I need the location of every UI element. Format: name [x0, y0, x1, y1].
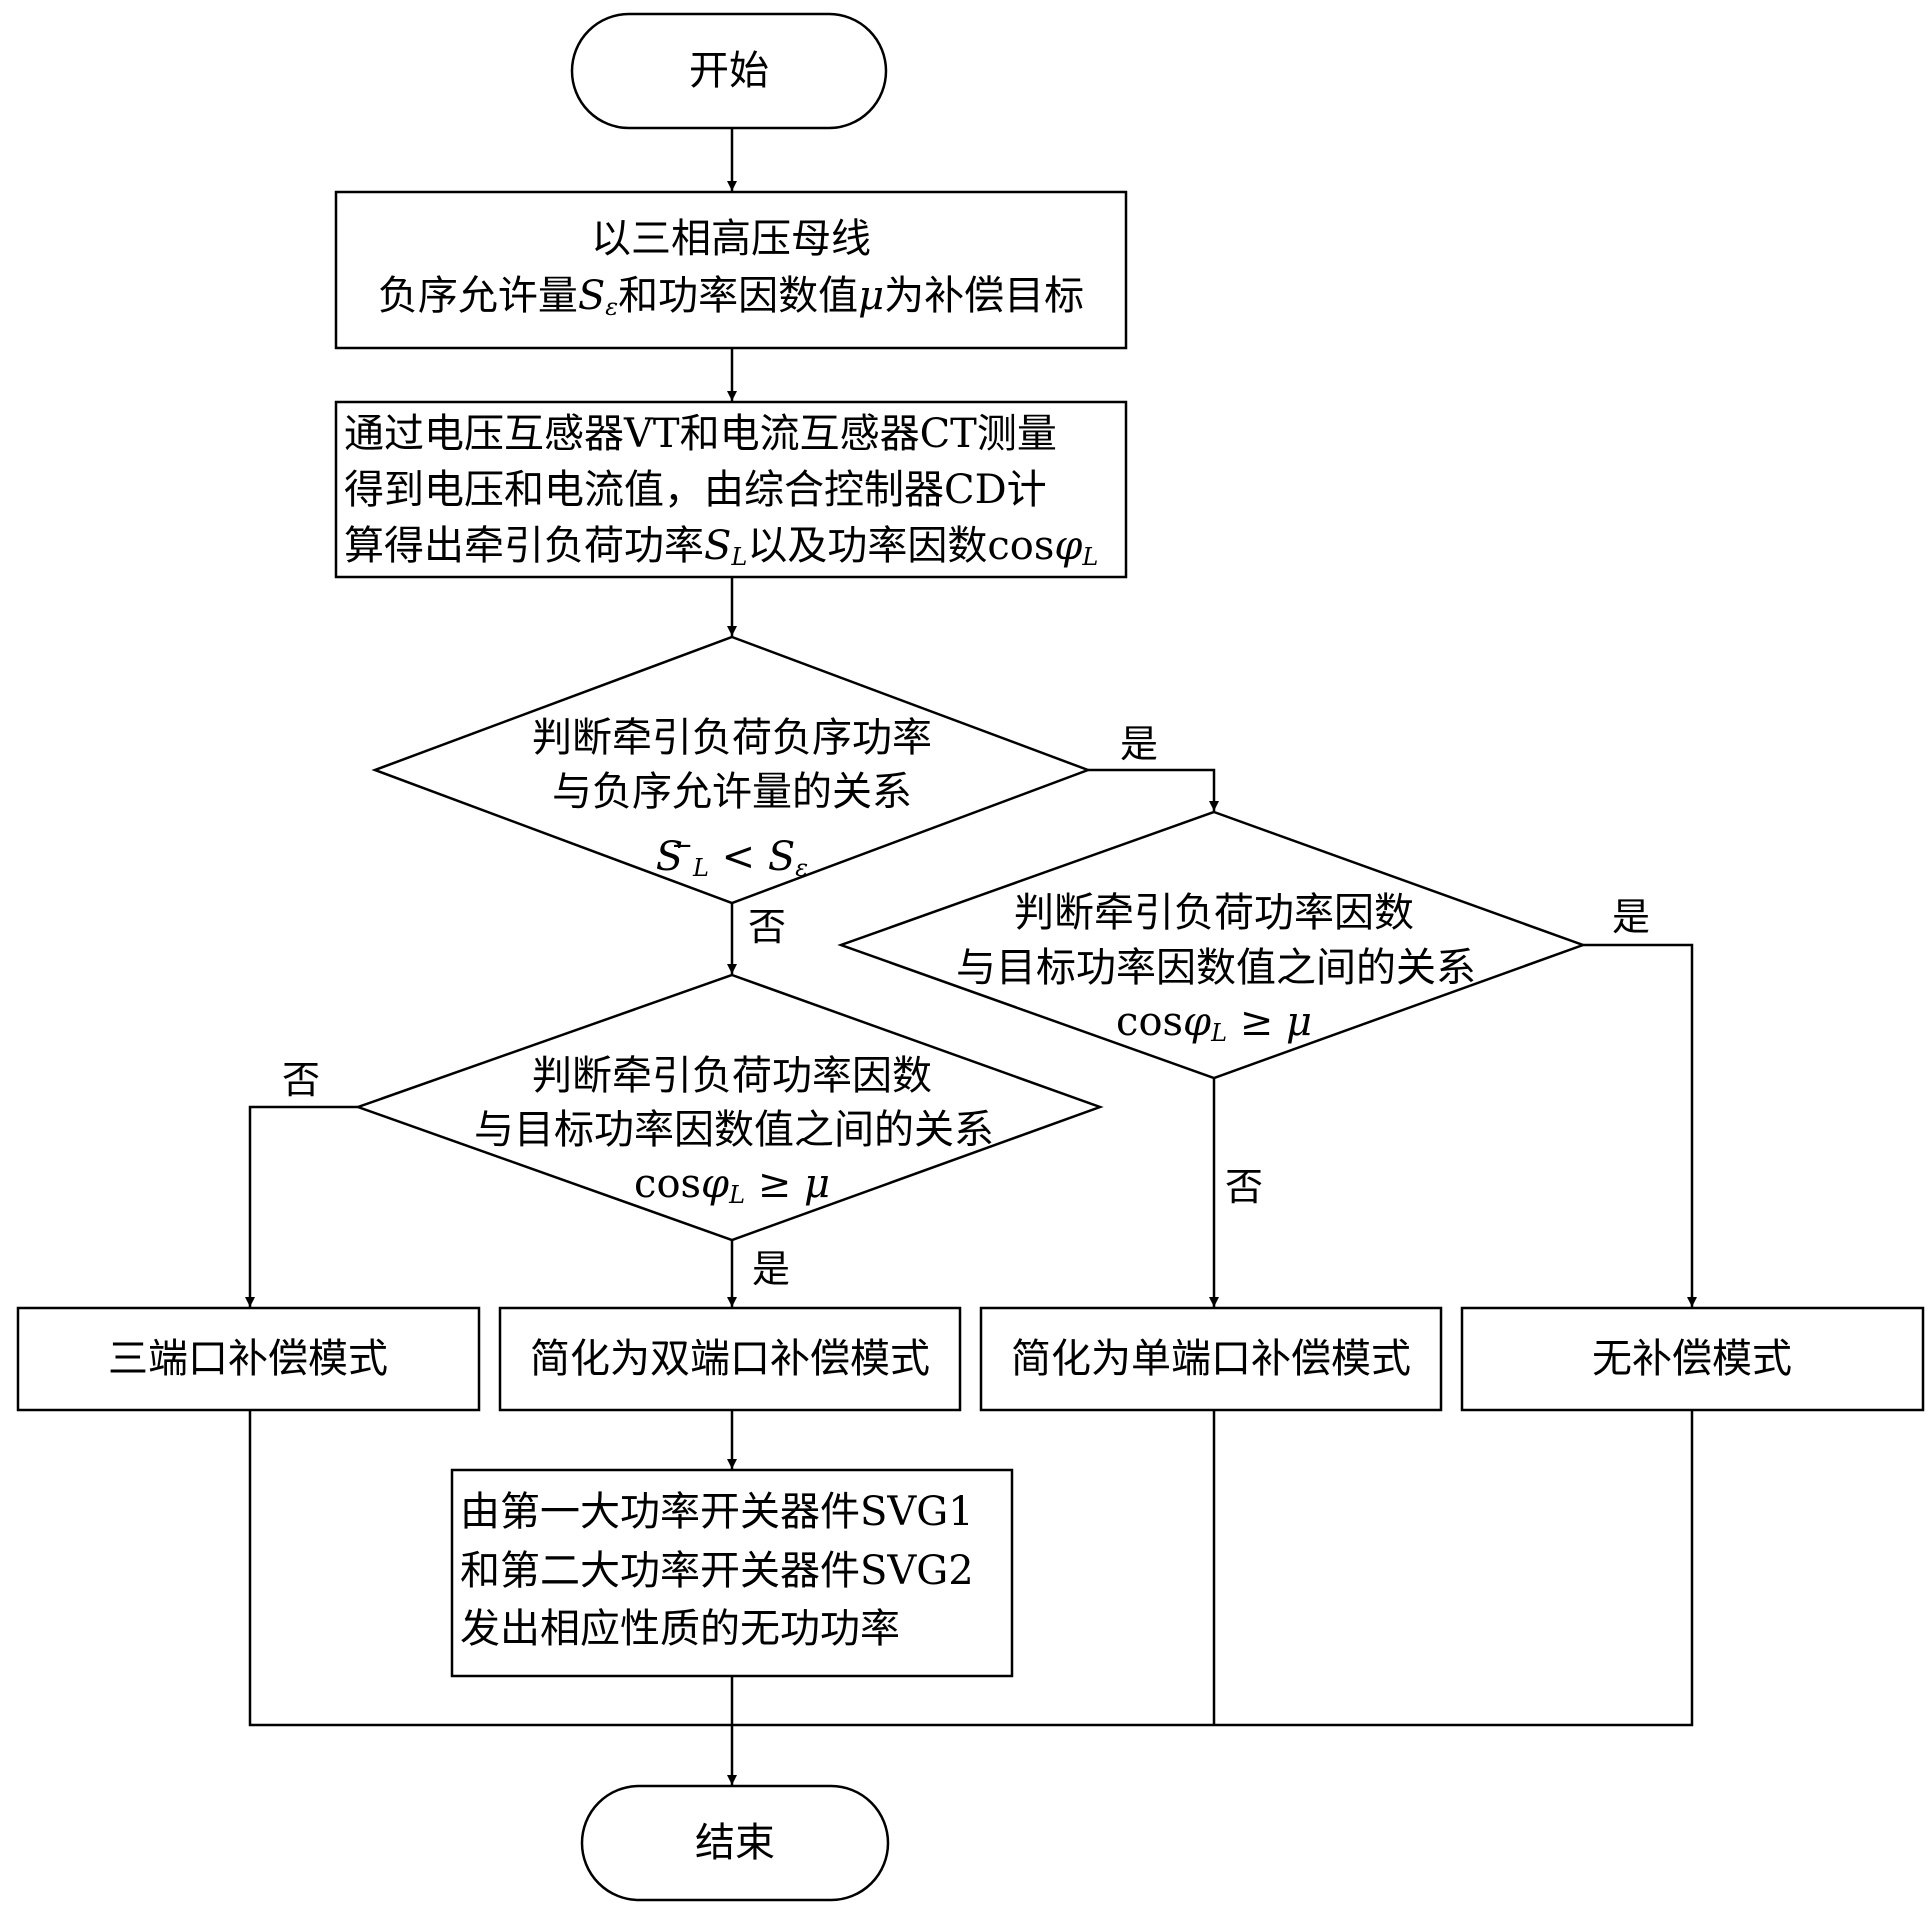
- decision3-formula-op: ≥: [1227, 999, 1286, 1045]
- measure-sl-sub: L: [731, 543, 748, 571]
- mode-one-label: 简化为单端口补偿模式: [1011, 1336, 1411, 1382]
- decision1-formula-sup: −: [671, 831, 694, 861]
- target-line2b: 和功率因数值: [618, 273, 859, 319]
- decision3-formula-mu: μ: [1285, 999, 1312, 1045]
- svg-action-line2: 和第二大功率开关器件SVG2: [460, 1548, 974, 1594]
- decision2-formula: cosφL ≥ μ: [634, 1158, 830, 1221]
- decision2-line1: 判断牵引负荷功率因数: [532, 1053, 932, 1099]
- decision1-formula: S−L < Sε: [656, 820, 808, 894]
- decision2-formula-mu: μ: [803, 1161, 830, 1207]
- mode-three-box: [16, 1306, 481, 1412]
- target-line2c: 为补偿目标: [884, 273, 1085, 319]
- decision1-formula-s2: S: [767, 834, 796, 880]
- decision1-formula-s: S: [655, 834, 684, 880]
- measure-line3b: 以及功率因数cos: [747, 523, 1055, 569]
- measure-line1: 通过电压互感器VT和电流互感器CT测量: [344, 411, 1057, 457]
- end-terminal: [580, 1784, 890, 1902]
- decision1-formula-sub: L: [693, 854, 709, 882]
- decision1-formula-op: <: [708, 834, 768, 880]
- decision1-line2: 与负序允许量的关系: [552, 769, 912, 815]
- target-line1: 以三相高压母线: [591, 216, 871, 262]
- svg-action-line3: 发出相应性质的无功功率: [460, 1606, 900, 1652]
- measure-sl-symbol: S: [704, 523, 732, 569]
- decision3-line1: 判断牵引负荷功率因数: [1014, 890, 1414, 936]
- measure-phi: φ: [1054, 523, 1083, 569]
- edge-decision1-decision3: [1088, 768, 1219, 811]
- decision2-line2: 与目标功率因数值之间的关系: [474, 1107, 994, 1153]
- edge-mode-three-merge: [248, 1410, 1694, 1727]
- decision3-formula-sub: L: [1211, 1019, 1228, 1047]
- measure-line3a: 算得出牵引负荷功率: [344, 523, 704, 569]
- measure-line3: 算得出牵引负荷功率SL以及功率因数cosφL: [344, 520, 1098, 583]
- edge-decision3-mode-none: [1583, 943, 1697, 1307]
- decision2-formula-op: ≥: [745, 1161, 804, 1207]
- mode-one-box: [979, 1306, 1443, 1412]
- decision3-formula-phi: φ: [1183, 999, 1212, 1045]
- mode-three-label: 三端口补偿模式: [108, 1336, 388, 1382]
- decision3-formula-cos: cos: [1116, 999, 1184, 1045]
- target-s-symbol: S: [577, 273, 606, 319]
- edge-label-d1-yes: 是: [1120, 722, 1159, 766]
- end-label: 结束: [695, 1820, 775, 1866]
- mode-none-label: 无补偿模式: [1592, 1336, 1792, 1382]
- edge-label-d2-yes: 是: [752, 1247, 791, 1291]
- decision3-formula: cosφL ≥ μ: [1116, 996, 1312, 1059]
- edge-decision2-mode-three: [245, 1105, 358, 1307]
- edge-label-d2-no: 否: [282, 1058, 321, 1102]
- target-s-sub: ε: [605, 293, 619, 321]
- decision1-formula-sub2: ε: [795, 854, 809, 882]
- start-terminal: [570, 12, 888, 130]
- measure-phi-sub: L: [1082, 543, 1099, 571]
- edge-label-d3-no: 否: [1225, 1165, 1264, 1209]
- start-label: 开始: [689, 48, 769, 94]
- decision2-formula-cos: cos: [634, 1161, 702, 1207]
- decision2-formula-phi: φ: [701, 1161, 730, 1207]
- target-line2: 负序允许量Sε和功率因数值μ为补偿目标: [378, 270, 1084, 333]
- decision2-formula-sub: L: [729, 1181, 746, 1209]
- mode-two-label: 简化为双端口补偿模式: [530, 1336, 930, 1382]
- mode-two-box: [498, 1306, 962, 1412]
- target-mu: μ: [858, 273, 885, 319]
- svg-action-line1: 由第一大功率开关器件SVG1: [460, 1489, 974, 1535]
- decision1-line1: 判断牵引负荷负序功率: [532, 715, 932, 761]
- target-line2a: 负序允许量: [377, 273, 578, 319]
- measure-line2: 得到电压和电流值，由综合控制器CD计: [344, 467, 1047, 513]
- decision3-line2: 与目标功率因数值之间的关系: [956, 945, 1476, 991]
- edge-label-d3-yes: 是: [1612, 895, 1651, 939]
- edge-label-d1-no: 否: [748, 905, 787, 949]
